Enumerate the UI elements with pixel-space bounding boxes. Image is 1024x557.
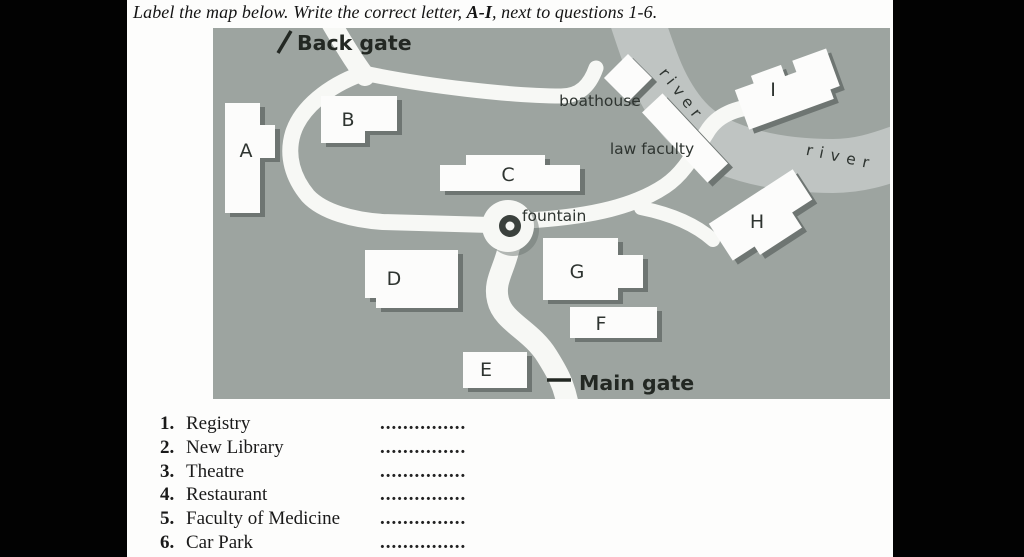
answer-blank: ............... (380, 508, 467, 530)
answer-blank: ............... (380, 531, 467, 553)
answer-blank: ............... (380, 460, 467, 482)
building-b (321, 96, 397, 143)
building-boathouse (603, 53, 653, 103)
gate-marks (276, 30, 571, 382)
building-e (463, 352, 527, 388)
label-building-f: F (596, 313, 607, 335)
question-number: 5. (160, 508, 175, 530)
label-building-g: G (570, 261, 585, 283)
question-row-1: 1. Registry ............... (160, 412, 640, 436)
building-c (440, 155, 580, 191)
road-top-boathouse (351, 60, 604, 104)
question-row-3: 3. Theatre ............... (160, 460, 640, 484)
gate-labels: Back gate Main gate (297, 31, 694, 395)
instruction-suffix: , next to questions 1-6. (491, 2, 658, 22)
river-band (611, 28, 890, 194)
question-number: 3. (160, 460, 175, 482)
label-building-d: D (387, 268, 402, 290)
question-row-4: 4. Restaurant ............... (160, 483, 640, 507)
road-main-gate (485, 231, 578, 399)
building-a (225, 103, 275, 213)
label-back-gate: Back gate (297, 31, 412, 55)
question-label: Theatre (186, 460, 245, 482)
question-row-6: 6. Car Park ............... (160, 531, 640, 555)
building-i (734, 48, 840, 130)
road-h-branch (634, 201, 720, 247)
label-building-h: H (750, 211, 764, 233)
answer-blank: ............... (380, 413, 467, 434)
building-f (570, 307, 657, 338)
label-building-i: I (770, 79, 776, 101)
instruction-letter-range: A-I (466, 2, 492, 22)
label-fountain: fountain (522, 207, 586, 225)
label-main-gate: Main gate (579, 371, 694, 395)
instruction-text: Label the map below. Write the correct l… (133, 2, 657, 23)
building-g (543, 238, 643, 300)
fountain-icon-center (505, 221, 515, 231)
question-label: Car Park (186, 531, 254, 553)
label-building-e: E (480, 359, 492, 381)
back-gate-mark-icon (276, 30, 293, 54)
answer-blank: ............... (380, 484, 467, 506)
question-label: Restaurant (186, 484, 268, 506)
label-boathouse: boathouse (559, 92, 641, 110)
campus-map: A B C D E F G H I boathouse law faculty … (213, 28, 890, 399)
buildings (225, 48, 840, 388)
question-number: 1. (160, 413, 175, 434)
question-row-5: 5. Faculty of Medicine ............... (160, 507, 640, 531)
answer-blank: ............... (380, 436, 467, 458)
question-number: 2. (160, 436, 175, 458)
building-d (365, 250, 458, 308)
building-h (708, 169, 813, 261)
building-labels: A B C D E F G H I (240, 79, 776, 381)
building-law-faculty (642, 93, 728, 183)
question-number: 6. (160, 531, 175, 553)
question-label: Registry (186, 413, 251, 434)
label-law-faculty: law faculty (610, 140, 694, 158)
label-building-a: A (240, 140, 253, 162)
question-label: New Library (186, 436, 284, 458)
label-building-b: B (341, 109, 354, 131)
road-east-bridge (527, 97, 771, 228)
campus-map-svg: A B C D E F G H I boathouse law faculty … (213, 28, 890, 399)
question-list: 1. Registry ............... 2. New Libra… (160, 412, 640, 555)
road-west-loop (282, 66, 499, 233)
instruction-prefix: Label the map below. Write the correct l… (133, 2, 467, 22)
question-row-2: 2. New Library ............... (160, 436, 640, 460)
question-label: Faculty of Medicine (186, 508, 341, 530)
content-panel: Label the map below. Write the correct l… (127, 0, 893, 557)
label-building-c: C (501, 164, 514, 186)
question-number: 4. (160, 484, 175, 506)
roads (282, 28, 771, 399)
